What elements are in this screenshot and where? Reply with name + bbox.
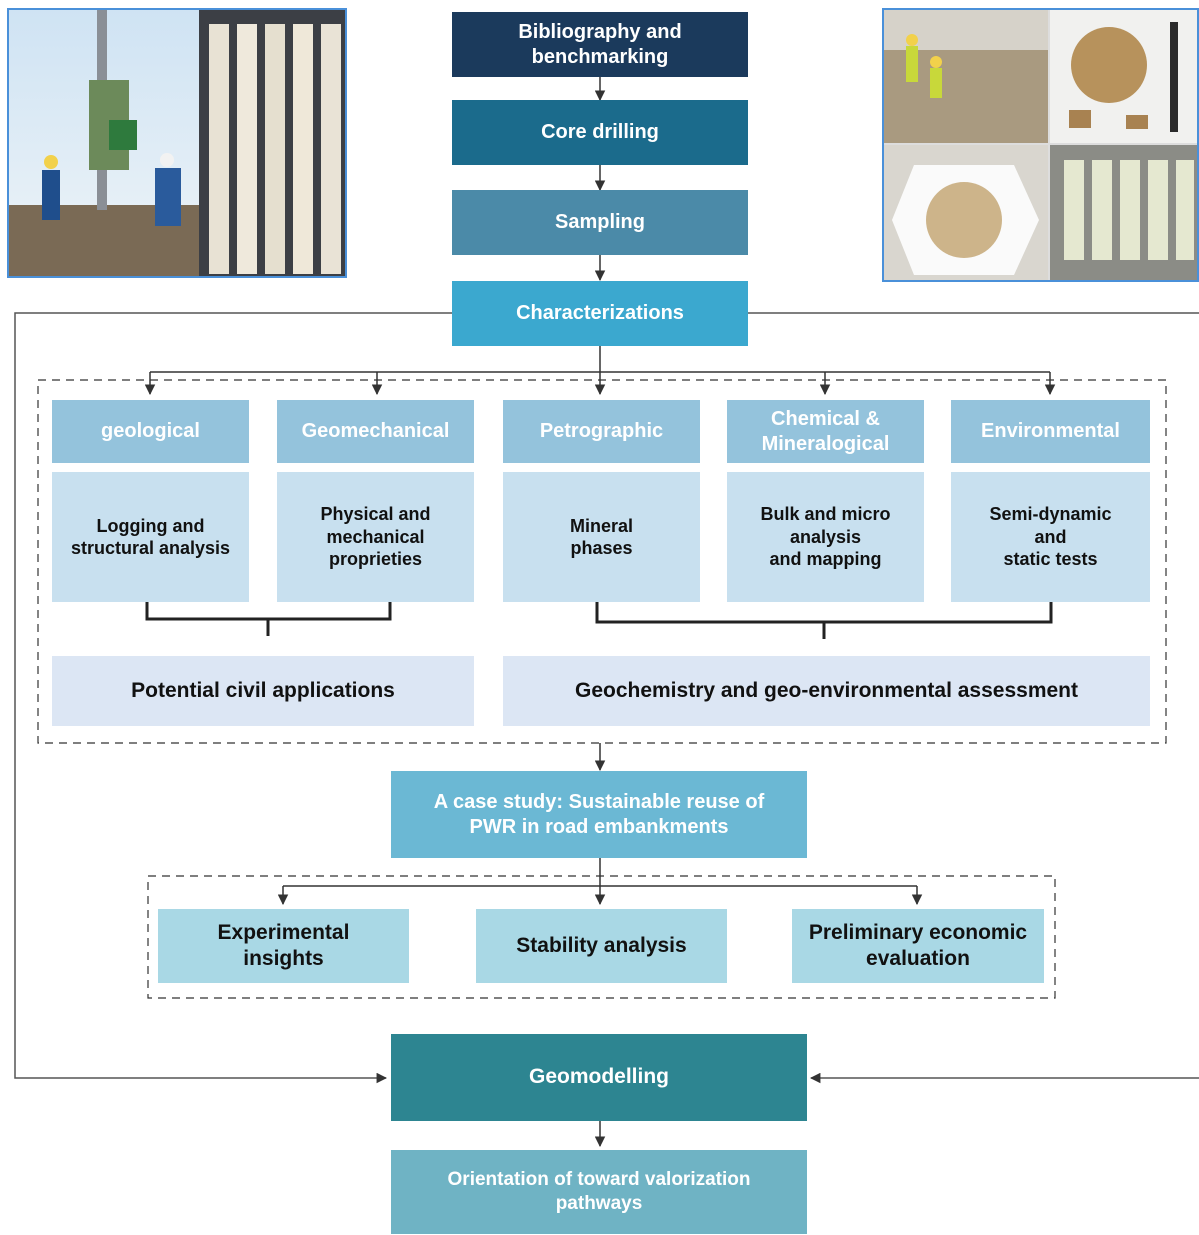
category-header-environmental: Environmental <box>951 400 1150 463</box>
characterizations-box: Characterizations <box>452 281 748 346</box>
drilling-photo-illustration <box>9 10 345 276</box>
case-study-box: A case study: Sustainable reuse of PWR i… <box>391 771 807 858</box>
samples-photo-illustration <box>884 10 1197 280</box>
geochemistry-assessment-box: Geochemistry and geo-environmental asses… <box>503 656 1150 726</box>
core-drilling-box: Core drilling <box>452 100 748 165</box>
category-body-environmental: Semi-dynamic and static tests <box>951 472 1150 602</box>
category-body-petrographic: Mineral phases <box>503 472 700 602</box>
samples-photo-grid <box>882 8 1199 282</box>
category-header-petrographic: Petrographic <box>503 400 700 463</box>
experimental-insights-box: Experimental insights <box>158 909 409 983</box>
category-header-geological: geological <box>52 400 249 463</box>
drilling-photo <box>7 8 347 278</box>
category-body-geomechanical: Physical and mechanical proprieties <box>277 472 474 602</box>
civil-applications-box: Potential civil applications <box>52 656 474 726</box>
economic-evaluation-box: Preliminary economic evaluation <box>792 909 1044 983</box>
category-header-geomechanical: Geomechanical <box>277 400 474 463</box>
category-body-geological: Logging and structural analysis <box>52 472 249 602</box>
bibliography-box: Bibliography and benchmarking <box>452 12 748 77</box>
orientation-box: Orientation of toward valorization pathw… <box>391 1150 807 1234</box>
category-header-chemical-mineralogical: Chemical & Mineralogical <box>727 400 924 463</box>
stability-analysis-box: Stability analysis <box>476 909 727 983</box>
geomodelling-box: Geomodelling <box>391 1034 807 1121</box>
category-body-chemical-mineralogical: Bulk and micro analysis and mapping <box>727 472 924 602</box>
sampling-box: Sampling <box>452 190 748 255</box>
